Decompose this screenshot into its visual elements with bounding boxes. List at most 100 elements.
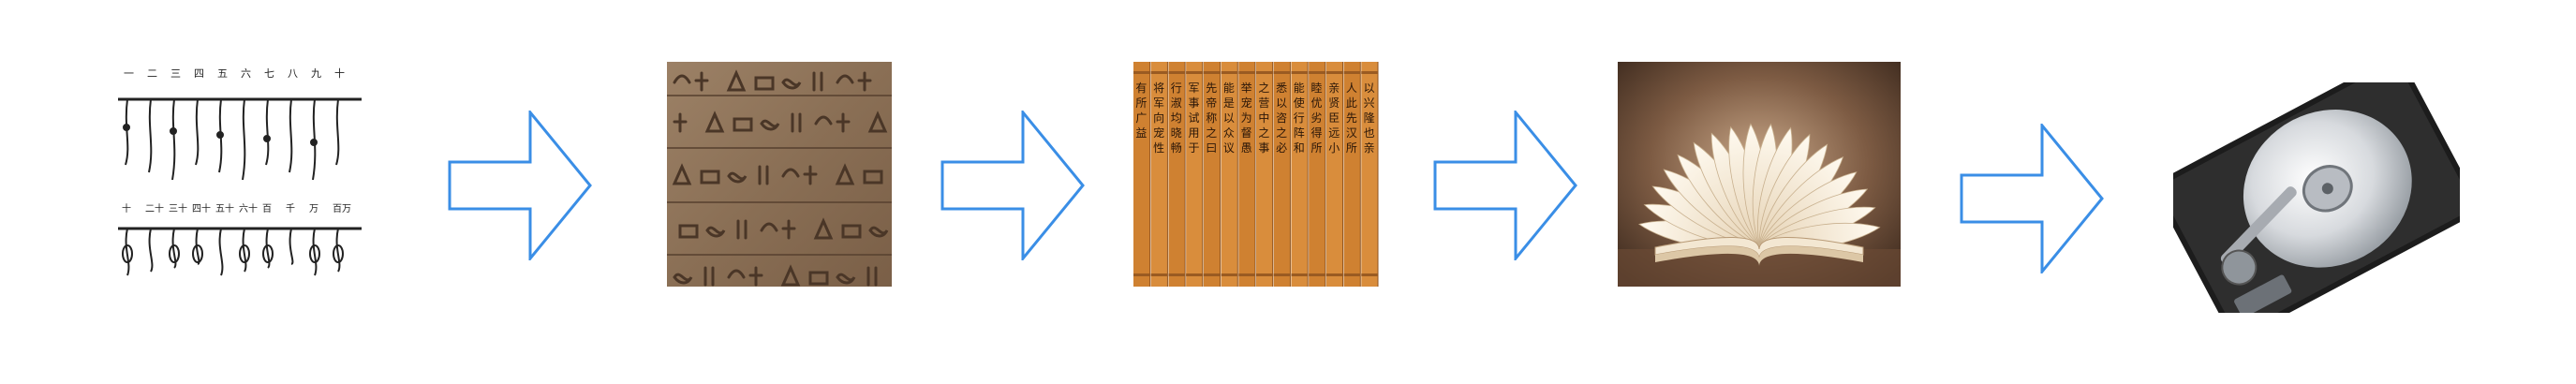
right-arrow-icon xyxy=(448,111,592,260)
slip-character: 臣 xyxy=(1328,111,1340,125)
hieroglyph xyxy=(673,273,693,285)
slip-character: 咨 xyxy=(1276,111,1287,125)
rope-strand xyxy=(125,228,130,276)
rope-loop xyxy=(122,244,133,263)
hieroglyph xyxy=(836,112,851,133)
rope-strand xyxy=(312,98,317,181)
slip-character: 事 xyxy=(1258,141,1269,155)
slip-character: 阵 xyxy=(1294,126,1305,140)
slip-character: 必 xyxy=(1276,141,1287,155)
slip-character: 隆 xyxy=(1364,111,1375,125)
rope-knot xyxy=(263,135,271,142)
hard-disk-icon xyxy=(2173,82,2460,313)
hieroglyph xyxy=(841,224,862,239)
slip-character: 用 xyxy=(1188,126,1199,140)
slip-character: 之 xyxy=(1258,81,1269,95)
slip-character: 中 xyxy=(1258,111,1269,125)
slip-character: 和 xyxy=(1294,141,1305,155)
slip-character: 所 xyxy=(1135,96,1147,110)
slip-character: 悉 xyxy=(1276,81,1287,95)
hieroglyph xyxy=(868,226,889,238)
rope-strand xyxy=(218,228,224,276)
rope-label: 八 xyxy=(288,68,298,80)
rope-label: 三 xyxy=(170,68,181,80)
rope-loop xyxy=(169,244,180,263)
rope-strand xyxy=(312,228,318,276)
bamboo-slip xyxy=(1186,62,1203,287)
slip-character: 益 xyxy=(1135,126,1147,140)
slip-character: 帝 xyxy=(1206,96,1217,110)
knotted-rope-icon: 一二三四五六七八九十 十二十三十四十五十六十百千万百万 xyxy=(118,66,362,276)
hieroglyph xyxy=(866,266,878,287)
slip-character: 远 xyxy=(1328,126,1340,140)
slip-character: 均 xyxy=(1171,111,1182,125)
hieroglyph xyxy=(781,219,796,240)
rope-label: 三十 xyxy=(169,202,187,214)
bamboo-slip xyxy=(1361,62,1378,287)
rope-label: 一 xyxy=(124,68,134,80)
rope-label: 五十 xyxy=(215,202,234,214)
slip-character: 有 xyxy=(1135,81,1147,95)
slip-character: 议 xyxy=(1223,141,1235,155)
slip-character: 以 xyxy=(1276,96,1287,110)
hieroglyph xyxy=(758,165,769,185)
right-arrow-icon xyxy=(940,111,1085,260)
slip-character: 淑 xyxy=(1171,96,1182,110)
slip-character: 曰 xyxy=(1206,141,1217,155)
rope-loop xyxy=(309,244,320,263)
slip-character: 也 xyxy=(1364,126,1375,140)
slip-character: 将 xyxy=(1153,81,1164,95)
slip-character: 行 xyxy=(1171,81,1182,95)
hieroglyph xyxy=(760,222,778,232)
slip-character: 性 xyxy=(1153,141,1164,155)
bamboo-slip xyxy=(1309,62,1325,287)
slip-character: 晓 xyxy=(1171,126,1182,140)
slip-character: 愚 xyxy=(1241,141,1252,155)
slip-character: 所 xyxy=(1310,141,1322,155)
hieroglyph xyxy=(836,74,854,84)
slip-character: 众 xyxy=(1223,126,1235,140)
rope-strand xyxy=(125,98,129,166)
slip-character: 广 xyxy=(1135,111,1147,125)
hieroglyph xyxy=(781,78,802,90)
rope-strand xyxy=(242,98,246,181)
hieroglyph xyxy=(727,171,748,184)
hieroglyph xyxy=(808,271,829,286)
bamboo-slip xyxy=(1150,62,1168,287)
rope-loop xyxy=(192,244,203,263)
hieroglyph xyxy=(678,224,699,239)
slip-character: 督 xyxy=(1241,126,1252,140)
rope-strand xyxy=(335,98,340,166)
bamboo-slip xyxy=(1256,62,1273,287)
stage-knotted-cords: 一二三四五六七八九十 十二十三十四十五十六十百千万百万 xyxy=(111,62,369,287)
hieroglyph xyxy=(867,111,888,133)
slip-character: 向 xyxy=(1153,111,1164,125)
rope-knot xyxy=(310,139,318,146)
hieroglyph xyxy=(700,170,720,185)
hieroglyph-tablet-icon xyxy=(667,62,892,287)
hieroglyph xyxy=(726,69,747,92)
rope-label: 六十 xyxy=(239,202,258,214)
slip-character: 以 xyxy=(1223,111,1235,125)
slip-character: 行 xyxy=(1294,111,1305,125)
rope-strand xyxy=(171,98,176,181)
slip-character: 于 xyxy=(1188,141,1199,155)
hieroglyph xyxy=(791,112,802,133)
hieroglyph xyxy=(803,165,818,185)
slip-character: 亲 xyxy=(1328,81,1340,95)
hieroglyph xyxy=(733,117,753,132)
slip-character: 畅 xyxy=(1171,141,1182,155)
slip-character: 宠 xyxy=(1153,126,1164,140)
slip-character: 营 xyxy=(1258,96,1269,110)
rope-label: 十 xyxy=(122,202,131,214)
slip-character: 使 xyxy=(1294,96,1305,110)
slip-character: 之 xyxy=(1276,126,1287,140)
stage-paper-book xyxy=(1618,62,1901,287)
slip-character: 此 xyxy=(1346,96,1357,110)
slip-character: 兴 xyxy=(1364,96,1375,110)
slip-character: 宠 xyxy=(1241,96,1252,110)
rope-strand xyxy=(335,228,341,273)
rope-loop xyxy=(262,244,274,263)
hieroglyph xyxy=(814,115,833,126)
rope-strand xyxy=(289,228,294,265)
